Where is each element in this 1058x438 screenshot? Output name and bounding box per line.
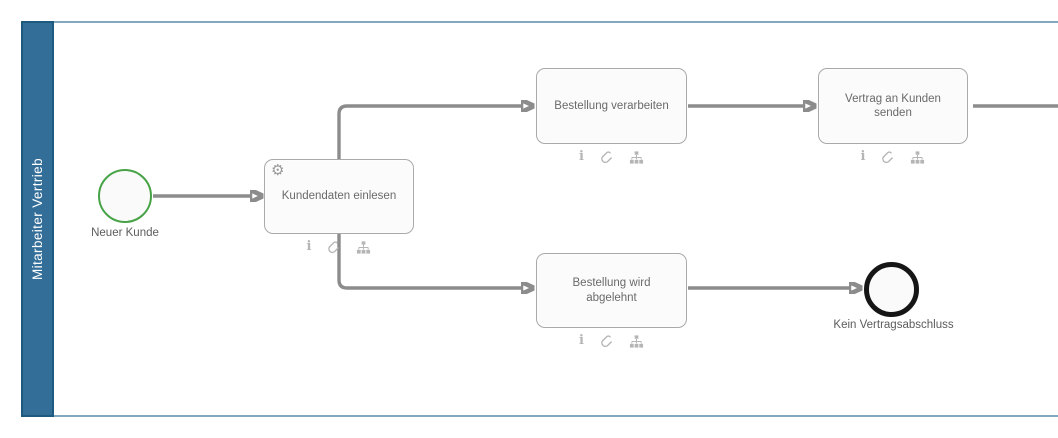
sitemap-icon[interactable] [910,150,925,165]
task-label: Kundendaten einlesen [281,190,397,203]
task-verarbeiten-badges: i [536,149,687,165]
sitemap-icon[interactable] [629,334,644,349]
info-icon[interactable]: i [860,149,866,164]
paperclip-icon[interactable] [599,334,614,349]
paperclip-icon[interactable] [599,150,614,165]
task-vertrag-an-kunden-senden[interactable]: Vertrag an Kunden senden [818,68,968,144]
task-bestellung-wird-abgelehnt[interactable]: Bestellung wird abgelehnt [536,253,687,328]
end-event-kein-vertragsabschluss[interactable] [864,262,919,317]
paperclip-icon[interactable] [326,240,341,255]
flow-kundendaten-to-abgelehnt[interactable] [337,234,523,288]
flow-kundendaten-to-verarbeiten[interactable] [337,106,523,159]
task-vertrag-badges: i [818,149,968,165]
sitemap-icon[interactable] [356,240,371,255]
task-kundendaten-badges: i [264,239,414,255]
gear-icon: ⚙ [271,161,285,179]
task-label: Bestellung verarbeiten [554,99,669,112]
task-bestellung-verarbeiten[interactable]: Bestellung verarbeiten [536,68,687,144]
info-icon[interactable]: i [579,149,584,164]
paperclip-icon[interactable] [880,150,895,165]
task-kundendaten-einlesen[interactable]: ⚙ Kundendaten einlesen [264,159,414,234]
start-event-neuer-kunde[interactable] [98,169,152,223]
lane-mitarbeiter-vertrieb[interactable]: Mitarbeiter Vertrieb [21,21,54,417]
task-abgelehnt-badges: i [536,333,687,349]
task-label: Vertrag an Kunden senden [845,92,941,119]
start-event-label: Neuer Kunde [91,227,159,239]
task-label: Bestellung wird abgelehnt [572,277,651,304]
end-event-label: Kein Vertragsabschluss [833,319,954,331]
info-icon[interactable]: i [579,333,584,348]
sitemap-icon[interactable] [629,150,644,165]
info-icon[interactable]: i [306,239,312,254]
